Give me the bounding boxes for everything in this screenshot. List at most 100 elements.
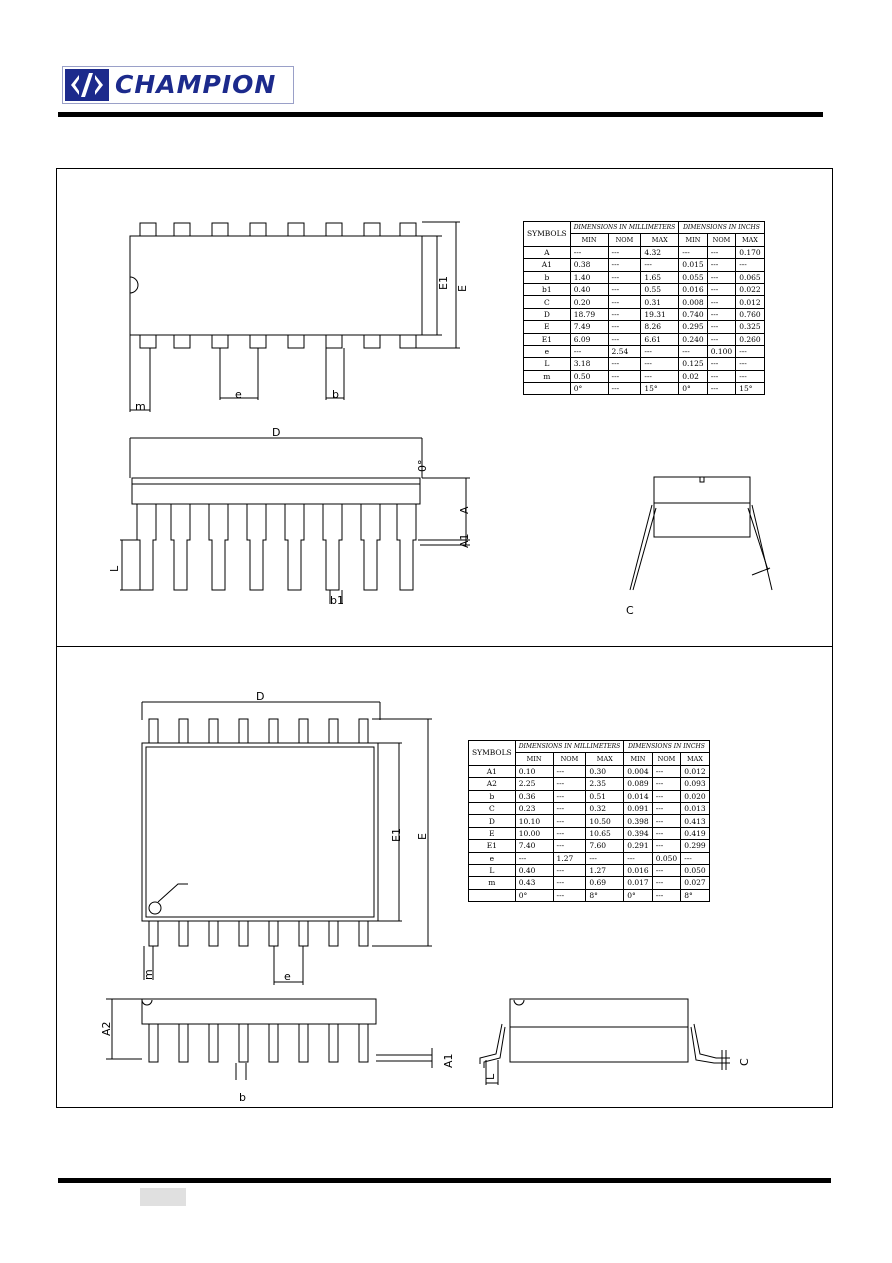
symbol-cell: A1 xyxy=(468,764,516,779)
value-cell: 0.394 xyxy=(623,826,653,841)
value-cell: 7.60 xyxy=(585,839,625,853)
sop-dim-label-m: m xyxy=(142,969,155,980)
page-number-box xyxy=(140,1188,186,1206)
pin xyxy=(249,222,267,237)
value-cell: --- xyxy=(706,382,737,396)
column-header: MIN xyxy=(623,752,653,766)
sop-leg xyxy=(328,1023,339,1063)
symbol-cell: D xyxy=(523,307,571,322)
value-cell: --- xyxy=(607,245,642,260)
dim-label-c: C xyxy=(626,604,634,617)
symbol-cell: b1 xyxy=(523,282,571,297)
value-cell: --- xyxy=(640,258,680,272)
column-header: MIN xyxy=(514,752,554,766)
value-cell: 7.49 xyxy=(569,320,609,334)
sop-dim-label-pitch: e xyxy=(284,970,291,983)
value-cell: --- xyxy=(706,307,737,322)
value-cell: --- xyxy=(569,344,609,359)
value-cell: --- xyxy=(552,876,587,890)
value-cell: --- xyxy=(607,320,642,334)
value-cell: 0.325 xyxy=(735,320,765,334)
inch-group-header: DIMENSIONS IN INCHS xyxy=(678,220,765,235)
value-cell: --- xyxy=(735,258,765,272)
value-cell: 19.31 xyxy=(640,307,680,322)
sop-leg xyxy=(178,1023,189,1063)
value-cell: --- xyxy=(552,777,587,791)
dip-leg xyxy=(322,504,343,591)
value-cell: --- xyxy=(678,344,708,359)
pin xyxy=(139,334,157,349)
symbols-header: SYMBOLS xyxy=(468,740,516,766)
dim-label-d: D xyxy=(272,426,280,439)
value-cell: 0.10 xyxy=(514,764,554,779)
dip-top-view xyxy=(129,221,460,412)
value-cell: 0.299 xyxy=(680,839,710,853)
sop-dimension-table: SYMBOLS DIMENSIONS IN MILLIMETERS DIMENS… xyxy=(468,739,710,903)
value-cell: 0.31 xyxy=(640,295,680,309)
value-cell: 0.55 xyxy=(640,282,680,297)
value-cell: 0.020 xyxy=(680,789,710,803)
value-cell: 0.760 xyxy=(735,307,765,322)
sop-leg xyxy=(238,1023,249,1063)
dip-dimension-table: SYMBOLS DIMENSIONS IN MILLIMETERS DIMENS… xyxy=(523,220,765,396)
pin xyxy=(399,222,417,237)
value-cell: --- xyxy=(651,814,682,828)
value-cell: 0.004 xyxy=(623,764,653,779)
value-cell: 0.32 xyxy=(585,801,625,816)
brand-name: CHAMPION xyxy=(115,70,277,99)
pin xyxy=(173,334,191,349)
symbol-cell xyxy=(523,382,571,396)
pin xyxy=(211,334,229,349)
dip-leg xyxy=(360,504,381,591)
symbol-cell: A2 xyxy=(468,777,516,791)
dip-leg xyxy=(284,504,305,591)
symbol-cell: E1 xyxy=(523,332,571,346)
column-header: MIN xyxy=(678,233,708,247)
dim-label-pitch: e xyxy=(235,388,242,401)
value-cell: 0.36 xyxy=(514,789,554,803)
value-cell: 0.23 xyxy=(514,801,554,816)
value-cell: 0.027 xyxy=(680,876,710,890)
value-cell: 4.32 xyxy=(640,245,680,260)
value-cell: --- xyxy=(552,801,587,816)
symbol-cell: b xyxy=(523,270,571,284)
value-cell: --- xyxy=(514,851,554,865)
value-cell: 0.091 xyxy=(623,801,653,816)
value-cell: 1.27 xyxy=(585,863,625,878)
value-cell: 0.69 xyxy=(585,876,625,890)
value-cell: --- xyxy=(678,245,708,260)
symbol-cell: L xyxy=(468,863,516,878)
value-cell: 0.260 xyxy=(735,332,765,346)
dim-label-m: m xyxy=(135,400,146,413)
pin xyxy=(148,718,159,744)
symbol-cell: C xyxy=(468,801,516,816)
value-cell: --- xyxy=(552,814,587,828)
value-cell: 0° xyxy=(569,382,609,396)
value-cell: --- xyxy=(640,369,680,384)
value-cell: 10.50 xyxy=(585,814,625,828)
value-cell: --- xyxy=(623,851,653,865)
column-header: NOM xyxy=(651,752,682,766)
dip-leg xyxy=(246,504,267,591)
dim-label-a1: A1 xyxy=(458,533,471,548)
mm-group-header: DIMENSIONS IN MILLIMETERS xyxy=(514,739,625,754)
pin xyxy=(208,920,219,947)
value-cell: 0.125 xyxy=(678,357,708,371)
symbol-cell: A1 xyxy=(523,258,571,272)
champion-logo-mark-icon xyxy=(65,69,109,101)
pin xyxy=(363,222,381,237)
pin xyxy=(139,222,157,237)
value-cell: 0.30 xyxy=(585,764,625,779)
pin xyxy=(328,718,339,744)
value-cell: 10.65 xyxy=(585,826,625,841)
value-cell: 0.050 xyxy=(651,851,682,865)
pin xyxy=(325,222,343,237)
value-cell: 0.50 xyxy=(569,369,609,384)
value-cell: 2.35 xyxy=(585,777,625,791)
value-cell: 15° xyxy=(735,382,765,396)
